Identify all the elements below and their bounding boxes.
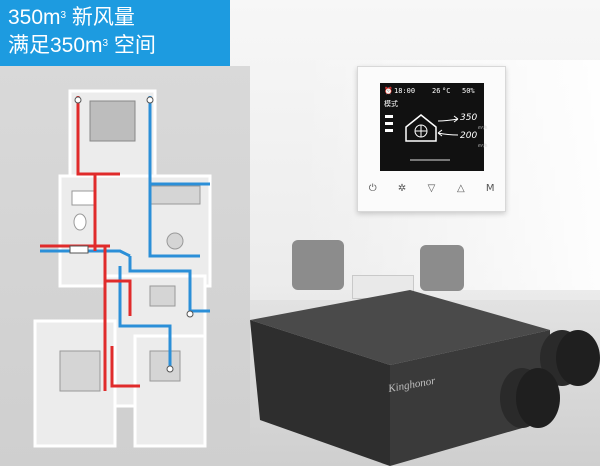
title-line-2-main: 满足350m xyxy=(8,34,103,57)
fresh-air-ducts xyxy=(40,96,210,366)
controller-buttons: ⏻ ✲ ▽ △ M xyxy=(358,180,505,196)
title-banner: 350m3 新风量 满足350m3 空间 xyxy=(0,0,230,66)
down-button[interactable]: ▽ xyxy=(427,182,436,194)
fan-button[interactable]: ✲ xyxy=(397,182,407,194)
kitchen-fixtures xyxy=(59,185,201,392)
title-line-2-rest: 空间 xyxy=(108,34,156,57)
armchair-right xyxy=(420,245,464,291)
temperature-unit: °C xyxy=(442,87,451,95)
airflow-arrows-icon xyxy=(437,115,459,137)
title-line-1-main: 350m xyxy=(8,6,61,29)
temperature-display: 26 xyxy=(432,87,441,95)
title-line-2: 满足350m3 空间 xyxy=(8,34,156,58)
title-line-1: 350m3 新风量 xyxy=(8,6,135,30)
title-line-2-sup: 3 xyxy=(102,38,109,49)
duct-collar-lower xyxy=(500,368,560,428)
exhaust-airflow-unit: m³/h xyxy=(478,143,488,148)
bed xyxy=(89,100,136,142)
mode-label: 模式 xyxy=(384,100,398,108)
unit-side xyxy=(390,330,550,466)
unit-top xyxy=(250,290,550,365)
supply-airflow-value: 350 xyxy=(460,113,478,123)
exhaust-airflow-value: 200 xyxy=(460,131,478,141)
mode-button[interactable]: M xyxy=(485,182,495,194)
title-line-1-rest: 新风量 xyxy=(66,6,135,29)
wall-controller: ⏰ 18:00 26 °C 50% 模式 350 m³/h 200 m³/h ⏻… xyxy=(357,66,506,212)
floor-plan-diagram xyxy=(33,89,212,448)
exhaust-ducts xyxy=(40,96,140,391)
humidity-display: 50% xyxy=(462,87,475,95)
ventilation-unit xyxy=(250,290,600,466)
air-terminals xyxy=(69,96,194,373)
bathroom-fixtures xyxy=(71,190,95,231)
duct-collar-upper xyxy=(540,330,600,386)
screen-left-indicators xyxy=(385,111,393,151)
power-button[interactable]: ⏻ xyxy=(368,182,377,194)
title-line-1-sup: 3 xyxy=(60,10,67,21)
house-fan-icon xyxy=(405,114,437,142)
time-display: 18:00 xyxy=(394,87,416,95)
controller-screen: ⏰ 18:00 26 °C 50% 模式 350 m³/h 200 m³/h xyxy=(380,83,488,171)
unit-front xyxy=(250,320,390,466)
supply-airflow-unit: m³/h xyxy=(478,125,488,130)
up-button[interactable]: △ xyxy=(457,182,465,194)
clock-icon: ⏰ xyxy=(384,87,393,95)
apartment-walls xyxy=(33,89,212,448)
screen-bottom-status xyxy=(410,159,450,161)
armchair-left xyxy=(292,240,344,290)
